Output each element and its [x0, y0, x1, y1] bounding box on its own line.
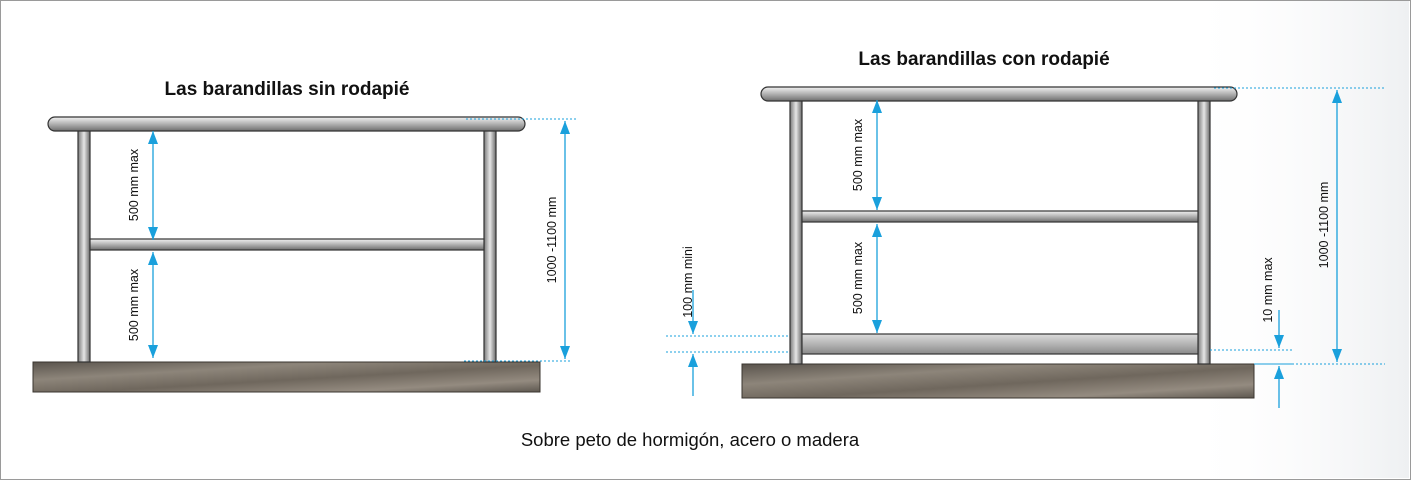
left-top-rail — [47, 116, 526, 132]
right-lower-spacing-label: 500 mm max — [851, 241, 865, 314]
right-upper-dimension — [872, 100, 882, 210]
background-fade — [1180, 1, 1409, 478]
right-toeboard — [801, 333, 1199, 355]
left-post-right — [483, 126, 497, 363]
left-middle-rail — [89, 238, 485, 251]
left-upper-spacing-label: 500 mm max — [127, 148, 141, 221]
right-lower-dimension — [872, 224, 882, 333]
right-total-height-label: 1000 -1100 mm — [1317, 182, 1331, 269]
left-total-dimension — [464, 118, 577, 362]
left-total-height-label: 1000 -1100 mm — [545, 197, 559, 284]
right-toeboard-height-label: 100 mm mini — [681, 246, 695, 318]
left-base — [32, 361, 541, 393]
left-railing: Las barandillas sin rodapié 500 mm max 5… — [32, 79, 577, 393]
caption: Sobre peto de hormigón, acero o madera — [521, 429, 860, 450]
right-upper-spacing-label: 500 mm max — [851, 118, 865, 191]
left-post-left — [77, 126, 91, 363]
right-toeboard-dimension — [666, 290, 790, 396]
right-gap-dimension — [1210, 310, 1292, 408]
right-total-dimension — [1214, 87, 1385, 365]
right-title: Las barandillas con rodapié — [858, 49, 1109, 70]
left-title: Las barandillas sin rodapié — [165, 79, 410, 100]
right-railing: Las barandillas con rodapié 500 mm max 5… — [666, 49, 1385, 408]
right-post-right — [1197, 96, 1211, 365]
left-upper-dimension — [148, 131, 158, 240]
right-post-left — [789, 96, 803, 365]
right-toeboard-gap-label: 10 mm max — [1261, 257, 1275, 323]
left-lower-dimension — [148, 252, 158, 358]
right-top-rail — [760, 86, 1238, 102]
right-middle-rail — [801, 210, 1199, 223]
left-lower-spacing-label: 500 mm max — [127, 268, 141, 341]
right-base — [741, 363, 1255, 399]
